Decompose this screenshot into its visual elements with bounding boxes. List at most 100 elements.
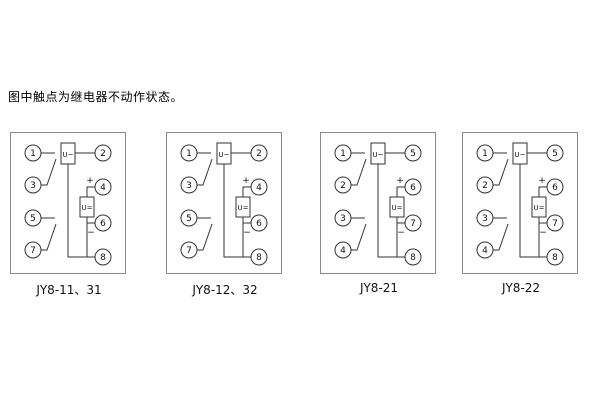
terminal-number: 6: [100, 219, 106, 229]
terminal-circle: [24, 241, 42, 259]
contact-bottom: [41, 217, 57, 251]
terminal-number: 8: [410, 253, 416, 263]
terminal-number: 1: [340, 149, 346, 159]
terminal-circle: [180, 241, 198, 259]
terminal-number: 2: [482, 181, 488, 191]
minus-sign: −: [87, 228, 95, 238]
terminal-circle: [180, 209, 198, 227]
ac-coil-label: U~: [515, 151, 526, 159]
terminal-circle: [250, 214, 268, 232]
diagram-unit-jy8-22: U~ U= + − 1 2 3 4 5 6 7 8: [462, 132, 580, 295]
terminal-number: 3: [30, 181, 36, 191]
contact-top: [197, 152, 213, 186]
diagram-label: JY8-11、31: [36, 283, 102, 297]
terminal-number: 8: [256, 253, 262, 263]
terminal-circle: [24, 176, 42, 194]
terminal-number: 1: [482, 149, 488, 159]
terminal-circle: [546, 248, 564, 266]
terminal-number: 7: [30, 246, 36, 256]
terminal-number: 7: [186, 246, 192, 256]
plus-sign: +: [86, 176, 94, 186]
terminal-circle: [250, 144, 268, 162]
dc-rail-wire: [396, 186, 405, 257]
terminal-number: 3: [340, 214, 346, 224]
terminal-circle: [94, 248, 112, 266]
contact-bottom: [351, 217, 367, 251]
terminal-number: 8: [100, 253, 106, 263]
contact-top: [41, 152, 57, 186]
terminal-number: 5: [30, 214, 36, 224]
dc-element-label: U=: [392, 204, 403, 212]
contact-bottom: [197, 217, 213, 251]
terminal-number: 6: [410, 183, 416, 193]
terminal-number: 3: [186, 181, 192, 191]
ac-coil-box: [370, 142, 386, 165]
terminal-number: 4: [256, 183, 262, 193]
plus-sign: +: [242, 176, 250, 186]
dc-element-box: [79, 196, 95, 218]
ac-coil-wire: [67, 152, 95, 258]
terminal-number: 6: [256, 219, 262, 229]
terminal-number: 2: [256, 149, 262, 159]
terminal-number: 7: [552, 219, 558, 229]
diagram-unit-jy8-12-32: U~ U= + − 1 3 5 7 2 4 6 8: [166, 132, 284, 298]
terminal-number: 8: [552, 253, 558, 263]
ac-coil-wire: [223, 152, 251, 258]
terminal-number: 4: [100, 183, 106, 193]
ac-coil-box: [512, 142, 528, 165]
minus-sign: −: [243, 228, 251, 238]
dc-rail-wire: [538, 186, 547, 257]
ac-coil-label: U~: [373, 151, 384, 159]
dc-element-box: [389, 196, 405, 218]
terminal-circle: [250, 248, 268, 266]
terminal-number: 1: [186, 149, 192, 159]
terminal-circle: [180, 176, 198, 194]
terminal-number: 4: [482, 246, 488, 256]
minus-sign: −: [397, 228, 405, 238]
note-text: 图中触点为继电器不动作状态。: [8, 90, 184, 104]
contact-bottom: [493, 217, 509, 251]
diagram-label: JY8-12、32: [192, 283, 258, 297]
diagram-unit-jy8-21: U~ U= + − 1 2 3 4 5 6 7 8: [320, 132, 438, 295]
dc-rail-wire: [242, 186, 251, 257]
terminal-circle: [476, 241, 494, 259]
diagram-label: JY8-21: [359, 281, 399, 295]
terminal-circle: [476, 144, 494, 162]
terminal-circle: [476, 176, 494, 194]
terminal-circle: [476, 209, 494, 227]
dc-element-box: [235, 196, 251, 218]
terminal-number: 7: [410, 219, 416, 229]
terminal-circle: [94, 178, 112, 196]
ac-coil-box: [216, 142, 232, 165]
ac-coil-label: U~: [219, 151, 230, 159]
ac-coil-label: U~: [63, 151, 74, 159]
ac-coil-box: [60, 142, 76, 165]
terminal-number: 1: [30, 149, 36, 159]
plus-sign: +: [538, 176, 546, 186]
terminal-circle: [250, 178, 268, 196]
diagram-frame: U~ U= + − 1 2 3 4 5 6 7 8: [320, 132, 436, 274]
terminal-circle: [334, 241, 352, 259]
contact-top: [493, 152, 509, 186]
terminal-circle: [404, 144, 422, 162]
dc-element-label: U=: [238, 204, 249, 212]
terminal-circle: [404, 248, 422, 266]
terminal-circle: [546, 178, 564, 196]
terminal-circle: [24, 144, 42, 162]
dc-element-box: [531, 196, 547, 218]
relay-wiring-diagram: U~ U= + − 1 3 5 7 2 4 6 8: [24, 142, 112, 266]
dc-element-label: U=: [82, 204, 93, 212]
diagram-frame: U~ U= + − 1 3 5 7 2 4 6 8: [10, 132, 126, 274]
terminal-number: 2: [340, 181, 346, 191]
diagram-frame: U~ U= + − 1 2 3 4 5 6 7 8: [462, 132, 578, 274]
terminal-circle: [334, 176, 352, 194]
terminal-number: 4: [340, 246, 346, 256]
dc-rail-wire: [86, 186, 95, 257]
terminal-number: 2: [100, 149, 106, 159]
relay-wiring-diagram: U~ U= + − 1 2 3 4 5 6 7 8: [334, 142, 422, 266]
dc-element-label: U=: [534, 204, 545, 212]
terminal-number: 5: [186, 214, 192, 224]
terminal-number: 5: [552, 149, 558, 159]
terminal-circle: [404, 214, 422, 232]
minus-sign: −: [539, 228, 547, 238]
